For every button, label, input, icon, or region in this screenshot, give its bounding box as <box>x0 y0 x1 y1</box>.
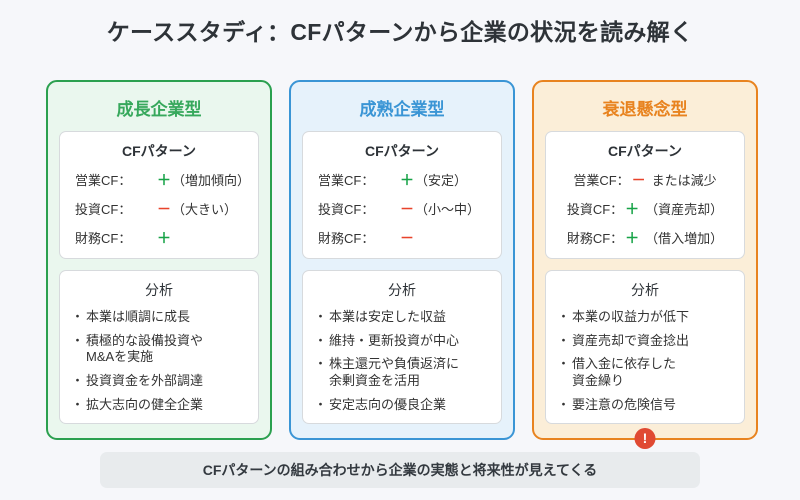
list-item: ・ 株主還元や負債返済に 余剰資金を活用 <box>314 356 493 389</box>
analysis-list: ・ 本業は安定した収益 ・ 維持・更新投資が中心 ・ 株主還元や負債返済に 余剰… <box>311 309 493 413</box>
cf-note: （増加傾向） <box>172 173 251 188</box>
list-item-label: 拡大志向の健全企業 <box>86 396 204 412</box>
card-row: 成長企業型 CFパターン 営業CF： ＋ （増加傾向） 投資CF： － （大きい… <box>46 80 758 449</box>
list-item: ・ 資産売却で資金捻出 <box>557 333 736 350</box>
cf-note: （小〜中） <box>415 202 481 217</box>
card-growth: 成長企業型 CFパターン 営業CF： ＋ （増加傾向） 投資CF： － （大きい… <box>46 80 272 440</box>
panel-title-analysis: 分析 <box>631 282 659 298</box>
cf-row: 財務CF： ＋ （借入増加） <box>554 228 736 248</box>
cf-pattern-panel: CFパターン 営業CF： － または減少 投資CF： ＋ （資産売却） 財務CF… <box>545 131 745 259</box>
cf-pattern-panel: CFパターン 営業CF： ＋ （増加傾向） 投資CF： － （大きい） 財務CF… <box>59 131 259 259</box>
cf-label: 投資CF： <box>566 202 624 217</box>
bullet-icon: ・ <box>314 396 328 412</box>
cf-row: 財務CF： ＋ <box>68 228 250 248</box>
analysis-list: ・ 本業の収益力が低下 ・ 資産売却で資金捻出 ・ 借入金に依存した 資金繰り … <box>554 309 736 413</box>
card-mature: 成熟企業型 CFパターン 営業CF： ＋ （安定） 投資CF： － （小〜中） <box>289 80 515 440</box>
cf-sign: ＋ <box>157 230 171 246</box>
cf-row: 投資CF： － （大きい） <box>68 199 250 219</box>
list-item: ・ 本業は順調に成長 <box>71 309 250 326</box>
cf-row: 営業CF： － または減少 <box>554 170 736 190</box>
card-heading: 成熟企業型 <box>359 100 445 119</box>
bullet-icon: ・ <box>557 396 571 412</box>
bullet-icon: ・ <box>71 309 85 324</box>
cf-row: 投資CF： ＋ （資産売却） <box>554 199 736 219</box>
warning-exclamation-icon: ! <box>634 428 656 449</box>
cf-row: 財務CF： － <box>311 228 493 248</box>
cf-label: 財務CF： <box>566 231 624 246</box>
cf-row: 営業CF： ＋ （増加傾向） <box>68 170 250 190</box>
list-item-label: 本業の収益力が低下 <box>572 309 690 324</box>
card-decline: 衰退懸念型 CFパターン 営業CF： － または減少 投資CF： ＋ （資産売却… <box>532 80 758 449</box>
footer-summary-banner: CFパターンの組み合わせから企業の実態と将来性が見えてくる <box>100 452 700 488</box>
cf-rows: 営業CF： ＋ （増加傾向） 投資CF： － （大きい） 財務CF： ＋ <box>68 170 250 248</box>
list-item: ・ 要注意の危険信号 <box>557 397 736 414</box>
cf-rows: 営業CF： － または減少 投資CF： ＋ （資産売却） 財務CF： ＋ （借入… <box>554 170 736 248</box>
cf-sign: ＋ <box>625 230 640 246</box>
list-item-label: 株主還元や負債返済に 余剰資金を活用 <box>329 356 460 388</box>
cf-note: （借入増加） <box>645 231 724 246</box>
bullet-icon: ・ <box>314 356 328 372</box>
bullet-icon: ・ <box>557 332 571 348</box>
list-item-label: 資産売却で資金捻出 <box>572 332 690 348</box>
analysis-panel: 分析 ・ 本業の収益力が低下 ・ 資産売却で資金捻出 ・ 借入金に依存した 資金… <box>545 270 745 425</box>
list-item-label: 借入金に依存した 資金繰り <box>572 356 677 388</box>
cf-label: 営業CF： <box>573 173 630 188</box>
cf-label: 投資CF： <box>318 202 375 217</box>
analysis-list: ・ 本業は順調に成長 ・ 積極的な設備投資や M&Aを実施 ・ 投資資金を外部調… <box>68 309 250 413</box>
cf-row: 投資CF： － （小〜中） <box>311 199 493 219</box>
cf-label: 営業CF： <box>75 173 132 188</box>
list-item-label: 要注意の危険信号 <box>572 396 677 412</box>
cf-sign: － <box>157 201 171 217</box>
cf-note: （安定） <box>415 173 468 188</box>
list-item-label: 積極的な設備投資や M&Aを実施 <box>86 332 204 365</box>
list-item: ・ 投資資金を外部調達 <box>71 373 250 390</box>
list-item-label: 投資資金を外部調達 <box>86 372 204 388</box>
card-heading: 衰退懸念型 <box>602 100 688 119</box>
analysis-panel: 分析 ・ 本業は安定した収益 ・ 維持・更新投資が中心 ・ 株主還元や負債返済に… <box>302 270 502 425</box>
list-item-label: 本業は安定した収益 <box>329 309 447 324</box>
list-item-label: 維持・更新投資が中心 <box>329 332 460 348</box>
list-item: ・ 本業は安定した収益 <box>314 309 493 326</box>
list-item: ・ 積極的な設備投資や M&Aを実施 <box>71 333 250 366</box>
bullet-icon: ・ <box>557 309 571 324</box>
cf-sign: ＋ <box>157 172 171 188</box>
cf-sign: ＋ <box>400 172 414 188</box>
bullet-icon: ・ <box>314 309 328 324</box>
cf-label: 営業CF： <box>318 173 375 188</box>
cf-label: 財務CF： <box>318 231 375 246</box>
panel-title-analysis: 分析 <box>388 282 416 298</box>
bullet-icon: ・ <box>71 396 85 412</box>
bullet-icon: ・ <box>557 356 571 372</box>
cf-note: （大きい） <box>172 202 238 217</box>
bullet-icon: ・ <box>71 332 85 348</box>
card-heading: 成長企業型 <box>116 100 202 119</box>
list-item: ・ 維持・更新投資が中心 <box>314 333 493 350</box>
analysis-panel: 分析 ・ 本業は順調に成長 ・ 積極的な設備投資や M&Aを実施 ・ 投資資金を… <box>59 270 259 425</box>
list-item: ・ 安定志向の優良企業 <box>314 397 493 414</box>
panel-title-analysis: 分析 <box>145 282 173 298</box>
cf-note: （資産売却） <box>645 202 724 217</box>
cf-label: 投資CF： <box>75 202 132 217</box>
bullet-icon: ・ <box>71 372 85 388</box>
panel-title-cf-pattern: CFパターン <box>365 143 439 159</box>
cf-rows: 営業CF： ＋ （安定） 投資CF： － （小〜中） 財務CF： － <box>311 170 493 248</box>
cf-label: 財務CF： <box>75 231 132 246</box>
cf-sign: － <box>400 230 414 246</box>
cf-note: または減少 <box>651 173 717 188</box>
cf-row: 営業CF： ＋ （安定） <box>311 170 493 190</box>
cf-pattern-panel: CFパターン 営業CF： ＋ （安定） 投資CF： － （小〜中） 財務CF： <box>302 131 502 259</box>
list-item-label: 安定志向の優良企業 <box>329 396 447 412</box>
cf-sign: － <box>631 172 646 188</box>
panel-title-cf-pattern: CFパターン <box>122 143 196 159</box>
cf-sign: － <box>400 201 414 217</box>
list-item-label: 本業は順調に成長 <box>86 309 191 324</box>
list-item: ・ 借入金に依存した 資金繰り <box>557 356 736 389</box>
list-item: ・ 拡大志向の健全企業 <box>71 397 250 414</box>
panel-title-cf-pattern: CFパターン <box>608 143 682 159</box>
list-item: ・ 本業の収益力が低下 <box>557 309 736 326</box>
bullet-icon: ・ <box>314 332 328 348</box>
page-title: ケーススタディ：CFパターンから企業の状況を読み解く <box>106 19 694 45</box>
cf-sign: ＋ <box>625 201 640 217</box>
